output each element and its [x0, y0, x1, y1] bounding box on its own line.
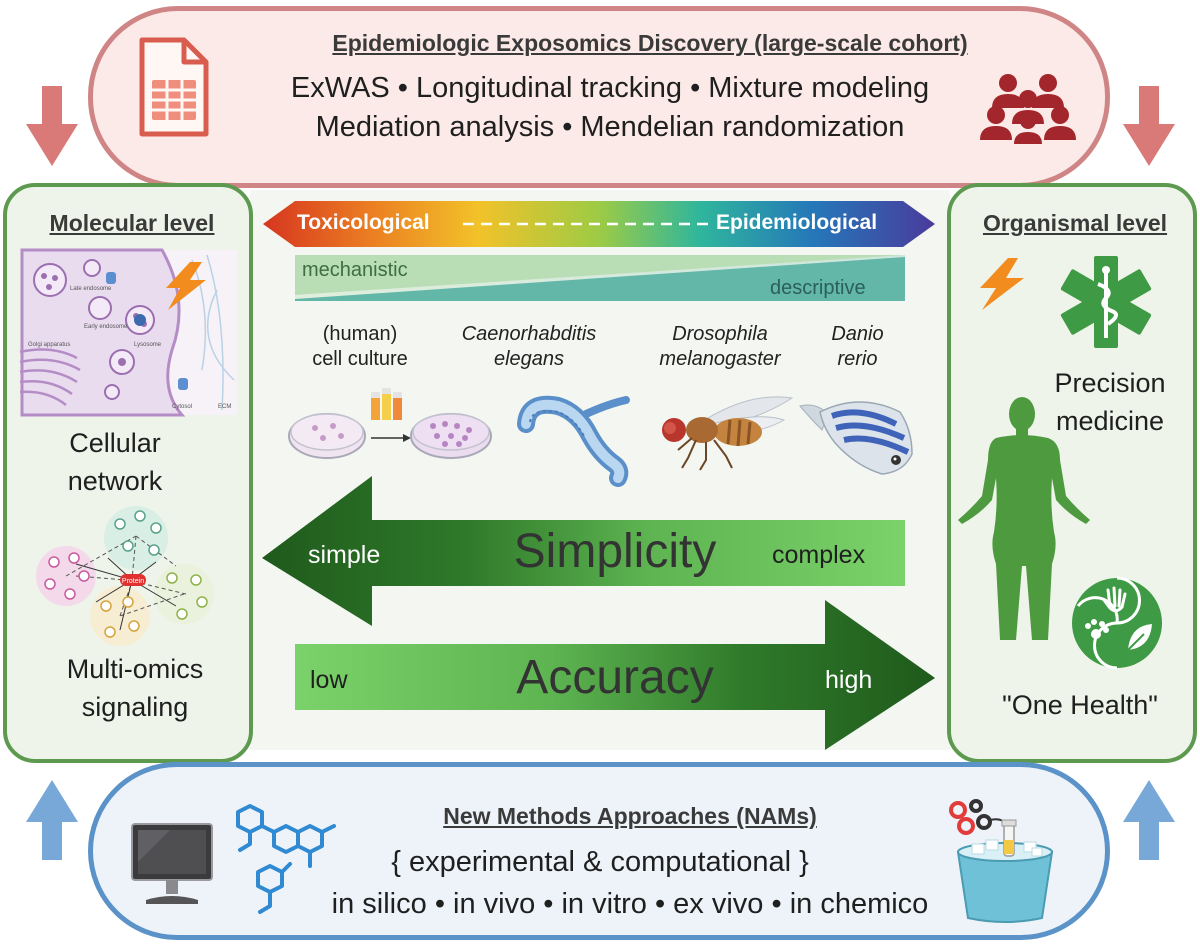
- up-arrow-right: [1123, 780, 1175, 860]
- spectrum-left-label: Toxicological: [297, 211, 430, 234]
- mechanistic-descriptive-wedge: [295, 255, 905, 301]
- precision-label-line2: medicine: [1055, 406, 1165, 436]
- human-silhouette-icon: [958, 397, 1090, 640]
- computer-monitor-icon: [131, 823, 213, 904]
- accuracy-left-label: low: [310, 666, 348, 694]
- cell-tag-cytosol: Cytosol: [172, 404, 192, 410]
- organism-label-danio: Danio rerio: [810, 322, 905, 372]
- people-group-icon: [980, 74, 1076, 144]
- spectrum-arrow: [263, 201, 935, 247]
- one-health-label: "One Health": [1002, 690, 1158, 720]
- molecular-level-title: Molecular level: [49, 210, 215, 236]
- organism-1-line1: Caenorhabditis: [461, 323, 597, 345]
- nams-title: New Methods Approaches (NAMs): [443, 803, 817, 829]
- organismal-level-title: Organismal level: [982, 210, 1168, 236]
- organism-3-line2: rerio: [837, 348, 878, 370]
- multiomics-label-line1: Multi-omics: [66, 654, 204, 684]
- organism-label-c-elegans: Caenorhabditis elegans: [440, 322, 618, 372]
- organism-0-line1: (human): [322, 323, 398, 345]
- multiomics-label-line2: signaling: [81, 692, 189, 722]
- wedge-left-label: mechanistic: [302, 259, 408, 281]
- precision-medicine-label: Precision medicine: [1020, 364, 1200, 440]
- up-arrow-left: [26, 780, 78, 860]
- organism-label-drosophila: Drosophila melanogaster: [640, 322, 800, 372]
- cell-tag-early-endosome: Early endosome: [84, 324, 128, 330]
- cell-tag-golgi: Golgi apparatus: [28, 342, 70, 348]
- accuracy-right-label: high: [825, 666, 873, 694]
- down-arrow-left: [26, 86, 78, 166]
- exposomics-methods-line2: Mediation analysis • Mendelian randomiza…: [315, 111, 905, 143]
- zebrafish-icon: [799, 401, 913, 475]
- exposomics-panel: [88, 6, 1110, 188]
- organism-2-line1: Drosophila: [672, 323, 768, 345]
- ice-bucket-icon: [949, 799, 1054, 923]
- cellular-label-line1: Cellular: [69, 428, 161, 458]
- fly-icon: [662, 396, 794, 471]
- exposomics-title: Epidemiologic Exposomics Discovery (larg…: [332, 30, 968, 56]
- spectrum-right-label: Epidemiological: [716, 211, 878, 234]
- nams-line1: { experimental & computational }: [391, 846, 809, 878]
- organism-3-line1: Danio: [831, 323, 884, 345]
- lightning-icon: [980, 258, 1024, 310]
- petri-dish-icon: [288, 388, 492, 459]
- organism-2-line2: melanogaster: [659, 348, 781, 370]
- simplicity-title: Simplicity: [513, 525, 717, 578]
- cellular-network-label: Cellular network: [10, 424, 220, 500]
- exposomics-methods-line1: ExWAS • Longitudinal tracking • Mixture …: [290, 72, 930, 104]
- lightning-icon: [166, 262, 206, 310]
- multi-omics-label: Multi-omics signaling: [10, 650, 260, 726]
- nams-line2: in silico • in vivo • in vitro • ex vivo…: [331, 888, 929, 920]
- wedge-right-label: descriptive: [770, 277, 866, 299]
- down-arrow-right: [1123, 86, 1175, 166]
- organism-label-cell-culture: (human) cell culture: [290, 322, 430, 372]
- one-health-icon: [1072, 576, 1162, 670]
- worm-icon: [517, 395, 630, 487]
- network-center-label: Protein: [122, 578, 144, 585]
- precision-label-line1: Precision: [1054, 368, 1166, 398]
- simplicity-right-label: complex: [772, 541, 866, 569]
- cell-tag-ecm: ECM: [218, 404, 231, 410]
- medical-star-icon: [1060, 256, 1152, 348]
- organism-0-line2: cell culture: [312, 348, 408, 370]
- spreadsheet-icon: [139, 37, 209, 137]
- accuracy-arrow: [295, 600, 935, 750]
- simplicity-arrow: [262, 476, 905, 626]
- cell-tag-late-endosome: Late endosome: [70, 286, 112, 292]
- simplicity-left-label: simple: [308, 541, 381, 569]
- cellular-label-line2: network: [67, 466, 163, 496]
- organism-1-line2: elegans: [493, 348, 565, 370]
- cell-illustration: Golgi apparatus Late endosome Early endo…: [19, 248, 237, 417]
- accuracy-title: Accuracy: [516, 651, 714, 704]
- network-illustration: Protein: [36, 506, 214, 646]
- molecule-icon: [236, 804, 336, 914]
- nams-panel: [88, 762, 1110, 940]
- cell-tag-lysosome: Lysosome: [134, 342, 162, 348]
